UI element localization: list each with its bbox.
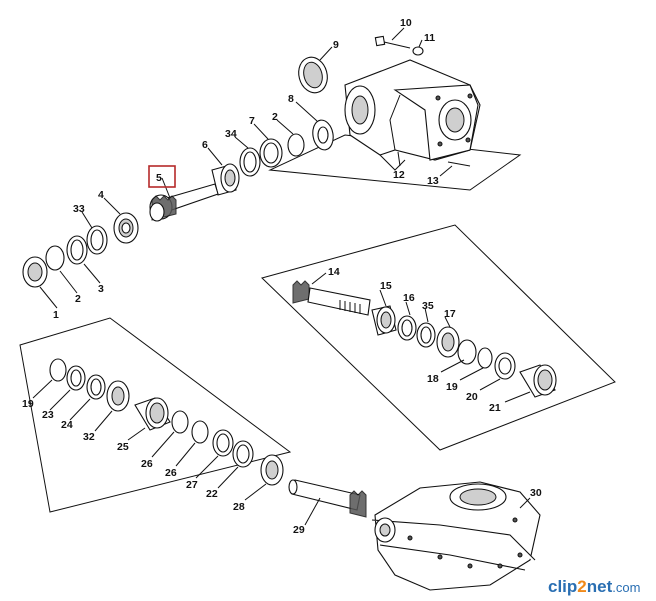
callout-23: 23 (42, 409, 54, 421)
bearing-6 (211, 163, 240, 196)
circlip-19-lower (49, 358, 67, 382)
svg-text:clip2net.com: clip2net.com (548, 577, 640, 596)
ring-3 (66, 235, 88, 265)
callout-5: 5 (156, 172, 162, 184)
bearing-15 (371, 305, 397, 336)
watermark-part-c: net (587, 577, 613, 596)
gearbox-housing-upper (344, 59, 481, 171)
pinion-shaft-5 (149, 183, 219, 222)
circlip-26-b (191, 420, 209, 444)
callout-8: 8 (288, 93, 294, 105)
ring-24 (86, 374, 106, 400)
callout-1: 1 (53, 309, 59, 321)
seal-1 (22, 256, 48, 288)
seal-8 (312, 119, 334, 151)
highlight-box (148, 165, 176, 188)
callout-27: 27 (186, 479, 198, 491)
ring-27 (212, 429, 234, 457)
callout-17: 17 (444, 308, 456, 320)
callout-6: 6 (202, 139, 208, 151)
ring-34 (239, 147, 261, 177)
leader-lines (32, 27, 531, 526)
retaining-ring-2-lower (45, 245, 65, 271)
washer-11 (412, 46, 424, 56)
callout-9: 9 (333, 39, 339, 51)
sleeve-21 (519, 364, 557, 398)
ring-33 (86, 225, 108, 255)
callout-25: 25 (117, 441, 129, 453)
ring-35 (416, 322, 436, 348)
callout-11: 11 (424, 32, 435, 44)
callout-2b: 2 (75, 293, 81, 305)
callout-26: 26 (141, 458, 153, 470)
callout-3: 3 (98, 283, 104, 295)
callout-24: 24 (61, 419, 73, 431)
retaining-ring-2-upper (287, 133, 305, 157)
callout-13: 13 (427, 175, 439, 187)
circlip-19-middle (477, 347, 493, 369)
callout-32: 32 (83, 431, 95, 443)
ring-16 (397, 315, 417, 341)
watermark-part-a: clip (548, 577, 577, 596)
bearing-28 (260, 454, 284, 486)
callout-12: 12 (393, 169, 405, 181)
callout-labels: 10 11 9 8 2 7 34 6 5 4 33 3 2 1 12 13 14… (22, 17, 542, 536)
callout-19: 19 (446, 381, 458, 393)
callout-14: 14 (328, 266, 340, 278)
lower-assembly-plate (19, 317, 292, 513)
watermark-part-b: 2 (577, 577, 586, 596)
pin-13 (447, 161, 471, 167)
middle-assembly-plate (261, 224, 616, 451)
callout-15: 15 (380, 280, 392, 292)
pinion-shaft-14 (292, 280, 371, 316)
bearing-17 (436, 326, 460, 358)
callout-30: 30 (530, 487, 542, 499)
callout-29: 29 (293, 524, 305, 536)
callout-18: 18 (427, 373, 439, 385)
circlip-26-a (171, 410, 189, 434)
watermark-logo: clip2net.com (548, 577, 640, 596)
ring-18 (457, 339, 477, 365)
callout-7: 7 (249, 115, 255, 127)
callout-19b: 19 (22, 398, 34, 410)
bolt-10 (374, 35, 411, 49)
callout-35: 35 (422, 300, 434, 312)
callout-28: 28 (233, 501, 245, 513)
callout-22: 22 (206, 488, 218, 500)
callout-10: 10 (400, 17, 412, 29)
callout-21: 21 (489, 402, 501, 414)
callout-2: 2 (272, 111, 278, 123)
callout-20: 20 (466, 391, 478, 403)
ring-23 (66, 365, 86, 391)
callout-4: 4 (98, 189, 104, 201)
cover-9 (298, 56, 328, 94)
bearing-4 (113, 212, 139, 244)
watermark-part-d: .com (612, 580, 640, 595)
ring-20 (494, 352, 516, 380)
sleeve-25 (134, 397, 171, 431)
ring-7 (259, 138, 283, 168)
callout-34: 34 (225, 128, 237, 140)
callout-16: 16 (403, 292, 415, 304)
ring-22 (232, 440, 254, 468)
gearbox-housing-lower-30 (371, 481, 541, 591)
callout-33: 33 (73, 203, 85, 215)
bearing-32 (106, 380, 130, 412)
output-shaft-29 (288, 479, 367, 518)
callout-26b: 26 (165, 467, 177, 479)
